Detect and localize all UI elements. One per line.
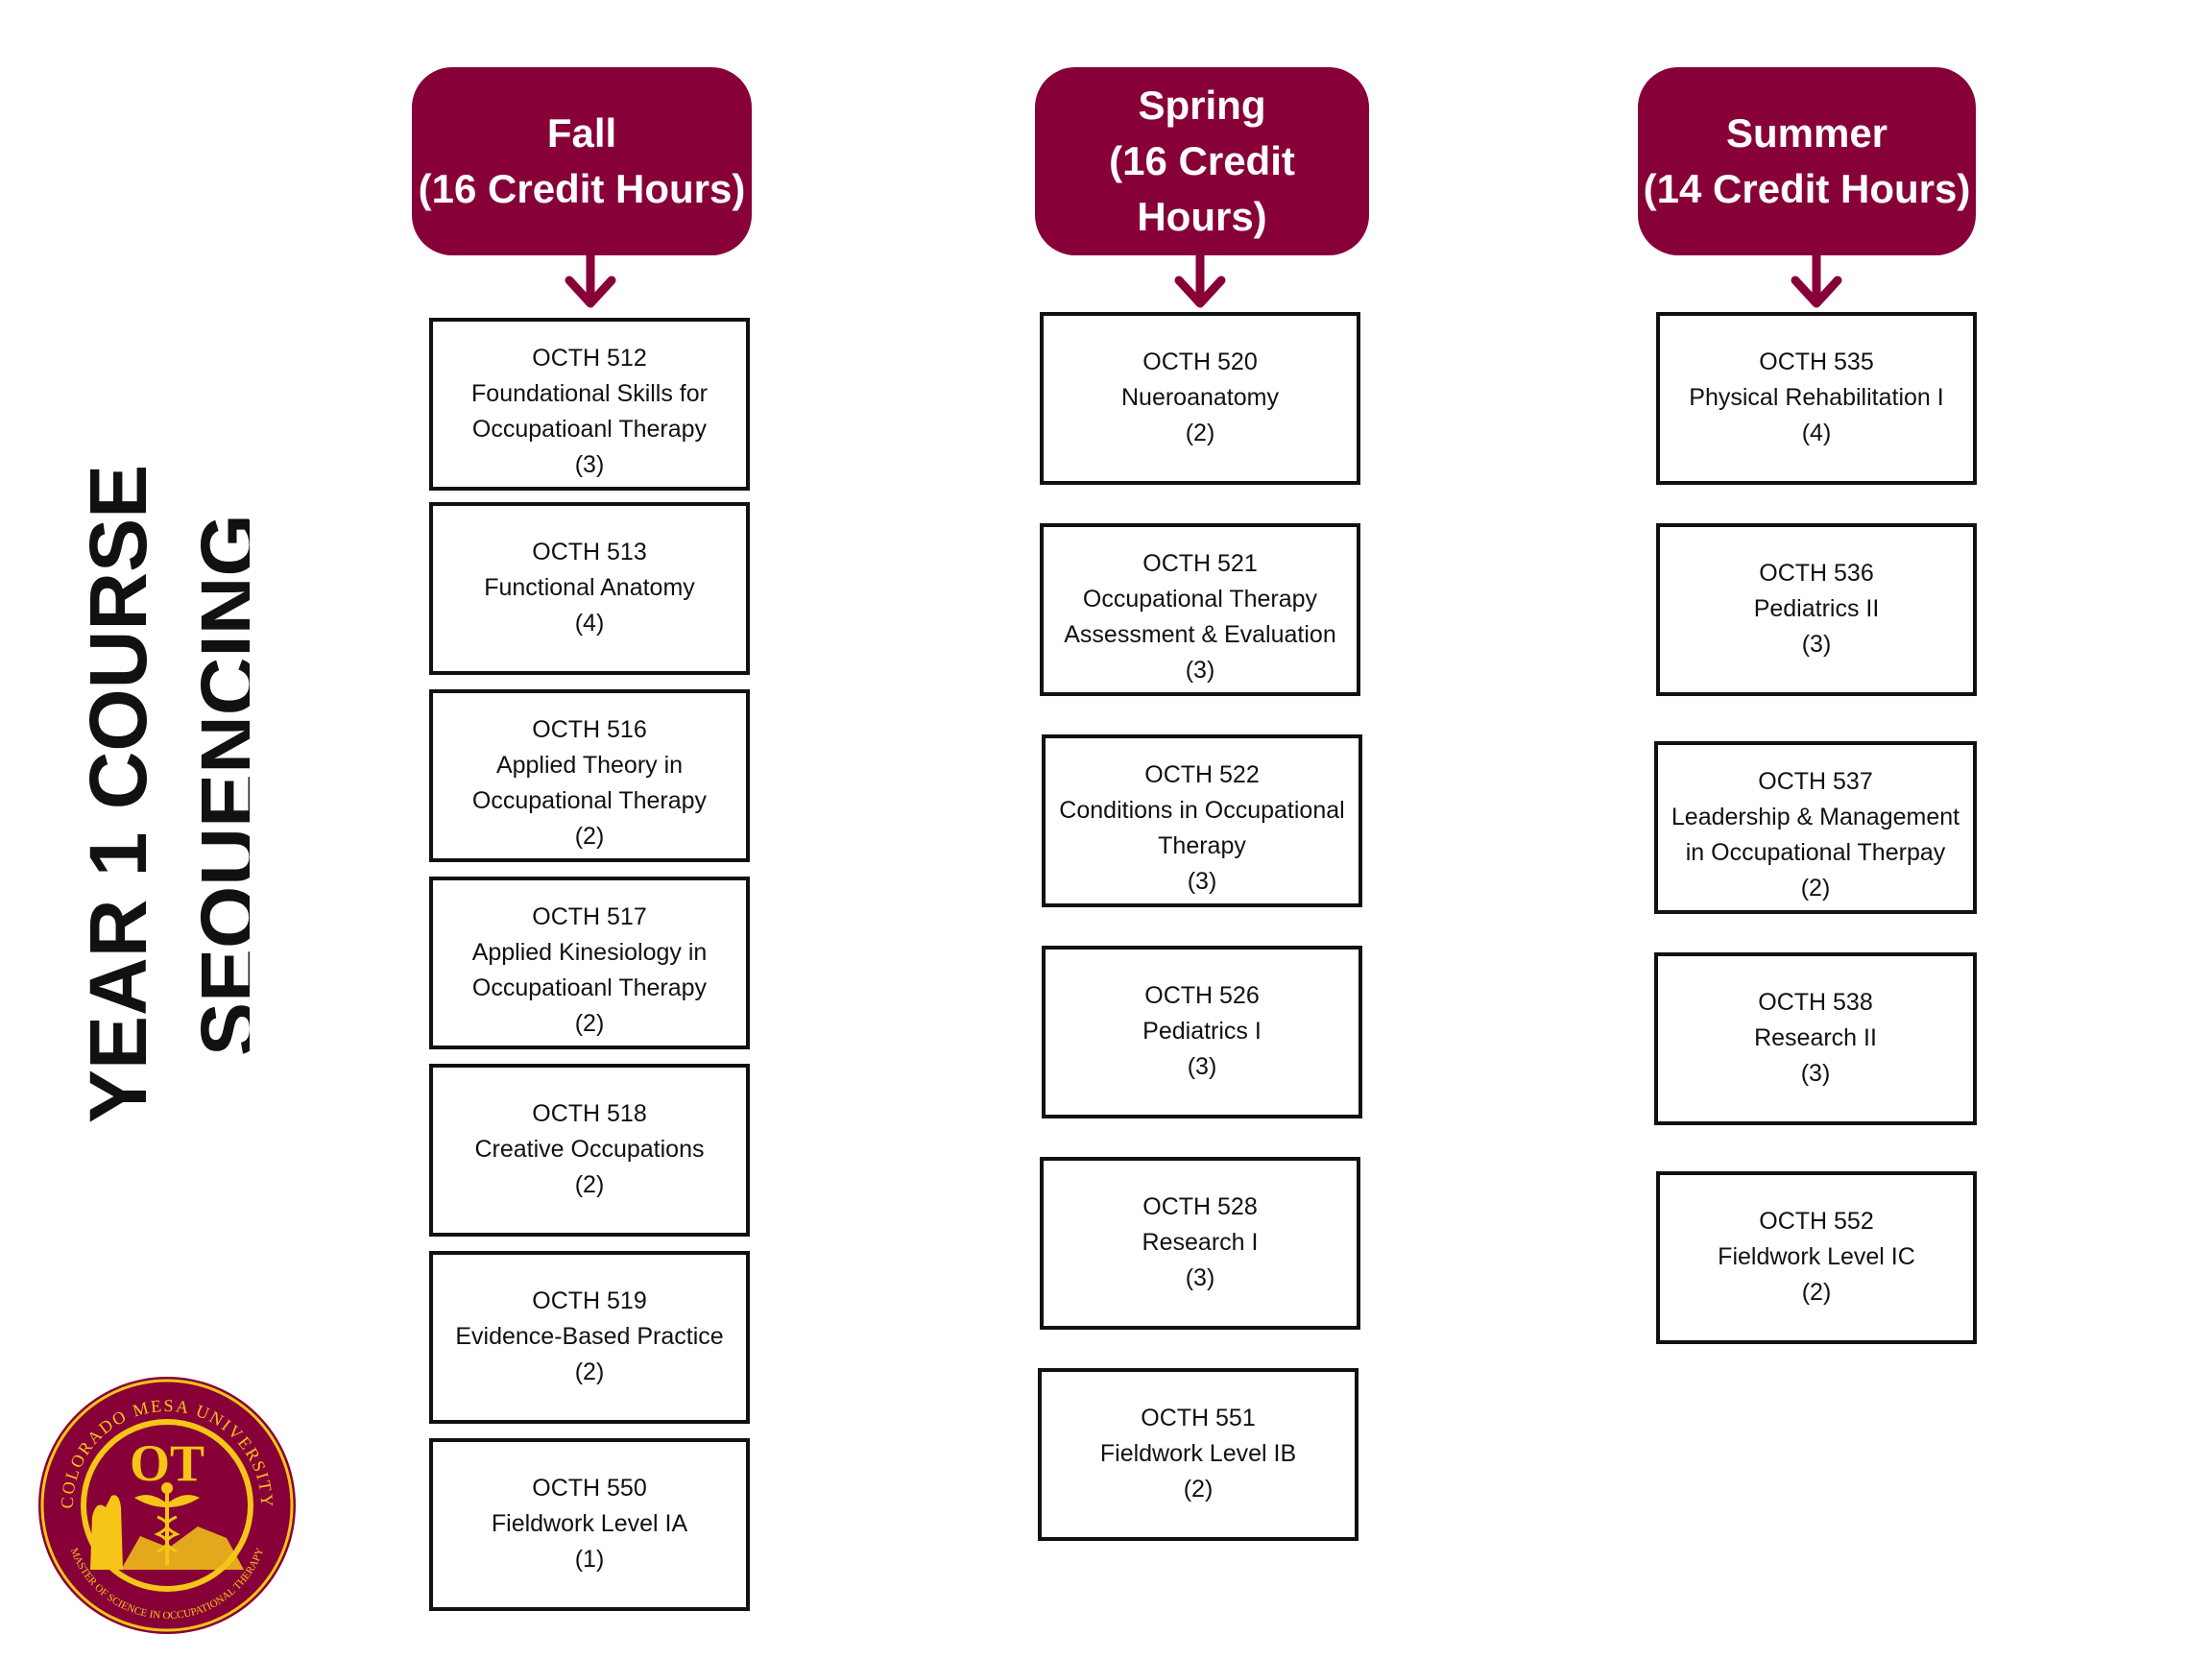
mesa-landscape-icon [121,1527,244,1570]
course-code: OCTH 538 [1758,989,1873,1016]
course-code: OCTH 512 [532,345,647,372]
term-header: Fall (16 Credit Hours) [412,67,752,255]
course-code: OCTH 528 [1142,1193,1258,1220]
course-credits: (2) [1185,420,1215,446]
down-arrow-icon [1174,255,1226,308]
course-title: Occupatioanl Therapy [471,416,708,443]
course-title: Occupational Therapy [471,787,708,814]
page-title-line-2: SEQUENCING [184,514,250,1056]
course-code: OCTH 535 [1759,349,1874,375]
course-credits: (2) [574,1171,605,1198]
course-code: OCTH 552 [1759,1208,1874,1235]
course-credits: (3) [1801,631,1832,658]
course-title: Fieldwork Level IC [1718,1243,1915,1270]
course-title: Pediatrics I [1142,1018,1262,1045]
page-title: YEAR 1 COURSE SEQUENCING [58,461,250,1133]
course-credits: (2) [1800,875,1831,902]
course-credits: (4) [1801,420,1832,446]
course-code: OCTH 521 [1142,550,1258,577]
course-credits: (3) [574,451,605,478]
course-credits: (2) [574,823,605,850]
course-title: Applied Kinesiology in [471,939,708,966]
course-code: OCTH 516 [532,716,647,743]
course-title: Occupational Therapy [1082,586,1318,613]
course-code: OCTH 520 [1142,349,1258,375]
course-title: Fieldwork Level IA [491,1510,688,1537]
course-code: OCTH 518 [532,1100,647,1127]
course-code: OCTH 536 [1759,560,1874,587]
term-header-line: (16 Credit Hours) [418,166,746,211]
course-credits: (3) [1185,1264,1215,1291]
course-title: Therapy [1158,832,1246,859]
term-header-line: Hours) [1137,194,1267,239]
course-title: Research I [1142,1229,1259,1256]
page-title-line-1: YEAR 1 COURSE [73,465,163,1123]
course-title: Nueroanatomy [1121,384,1279,411]
course-title: Leadership & Management [1671,804,1960,830]
term-header-line: (16 Credit [1109,138,1295,183]
cmu-ot-logo: COLORADO MESA UNIVERSITY MASTER OF SCIEN… [38,1377,296,1634]
course-code: OCTH 551 [1141,1405,1256,1431]
course-title: Functional Anatomy [484,574,695,601]
course-credits: (2) [574,1358,605,1385]
course-title: Applied Theory in [495,752,684,779]
course-credits: (1) [574,1546,605,1573]
course-credits: (2) [1801,1279,1832,1306]
course-credits: (3) [1800,1060,1831,1087]
course-title: Occupatioanl Therapy [471,974,708,1001]
course-title: in Occupational Therpay [1685,839,1946,866]
course-title: Evidence-Based Practice [455,1323,724,1350]
caduceus-icon [134,1482,200,1565]
course-title: Physical Rehabilitation I [1689,384,1944,411]
course-credits: (3) [1187,868,1217,895]
course-title: Foundational Skills for [471,380,708,407]
course-credits: (3) [1187,1053,1217,1080]
term-header-line: Summer [1725,110,1888,156]
course-credits: (2) [574,1010,605,1037]
course-credits: (4) [574,610,605,637]
course-title: Creative Occupations [474,1136,705,1163]
course-code: OCTH 519 [532,1287,647,1314]
course-code: OCTH 517 [532,903,647,930]
course-title: Conditions in Occupational [1059,797,1345,824]
term-header-line: Fall [546,110,617,156]
term-header-line: Spring [1138,83,1266,128]
course-credits: (3) [1185,657,1215,684]
term-header-line: (14 Credit Hours) [1643,166,1971,211]
down-arrow-icon [1791,255,1842,308]
course-title: Research II [1754,1024,1877,1051]
course-code: OCTH 550 [532,1475,647,1502]
course-title: Pediatrics II [1753,595,1880,622]
course-code: OCTH 522 [1144,761,1260,788]
course-code: OCTH 537 [1758,768,1873,795]
course-credits: (2) [1183,1476,1214,1503]
rock-formation-icon [90,1495,123,1570]
course-title: Assessment & Evaluation [1064,621,1336,648]
course-code: OCTH 526 [1144,982,1260,1009]
term-header: Summer (14 Credit Hours) [1638,67,1976,255]
down-arrow-icon [565,255,616,308]
course-title: Fieldwork Level IB [1099,1440,1297,1467]
course-code: OCTH 513 [532,539,647,565]
